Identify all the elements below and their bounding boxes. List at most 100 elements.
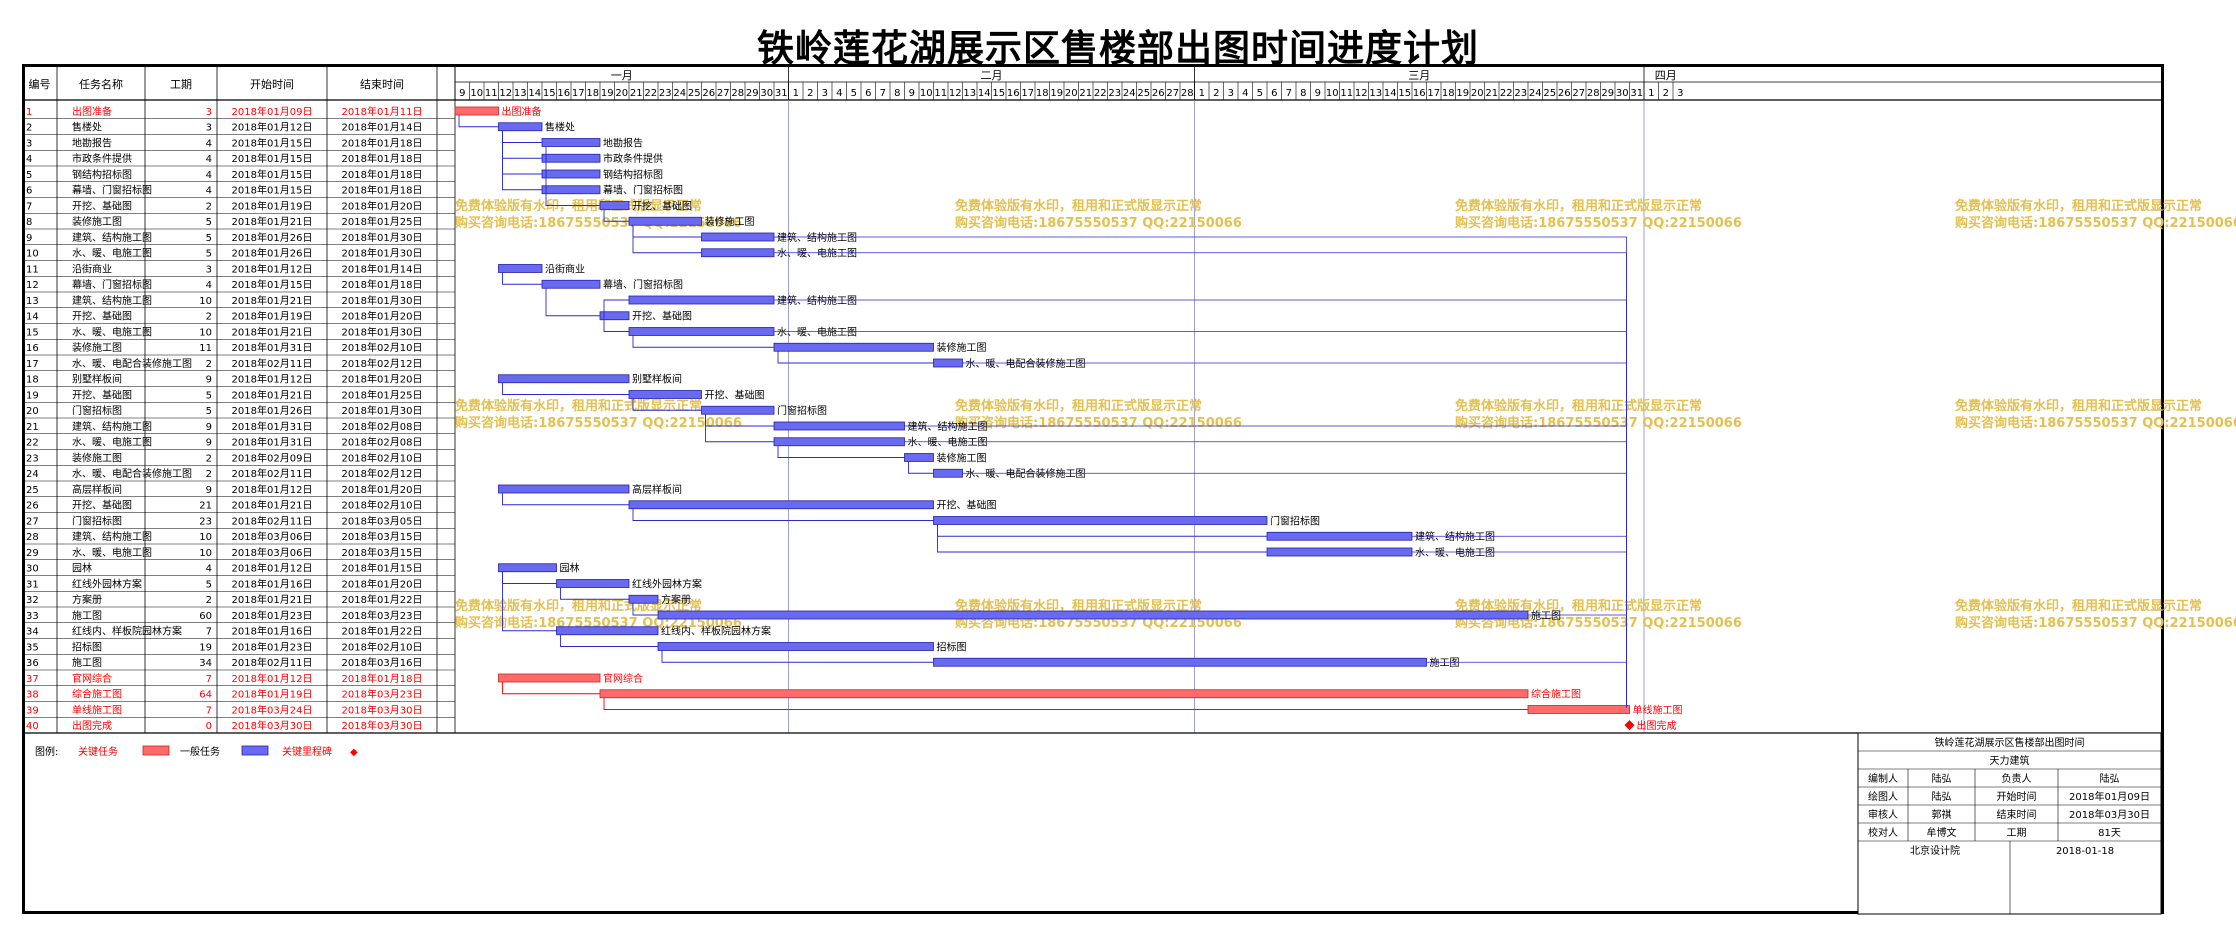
bar-label: 园林 — [560, 562, 580, 575]
task-name: 方案册 — [72, 593, 102, 606]
watermark-text: 免费体验版有水印，租用和正式版显示正常 — [955, 598, 1202, 614]
task-end: 2018年01月18日 — [342, 278, 423, 291]
task-duration: 2 — [206, 469, 212, 480]
watermark-text: 免费体验版有水印，租用和正式版显示正常 — [1455, 598, 1702, 614]
task-name: 装修施工图 — [72, 215, 122, 228]
task-no: 26 — [26, 501, 39, 512]
task-duration: 11 — [199, 343, 212, 354]
bar-label: 出图准备 — [502, 105, 542, 118]
day-label: 22 — [1094, 88, 1107, 99]
dependency-link — [502, 571, 557, 632]
day-label: 3 — [1677, 88, 1683, 99]
day-label: 5 — [851, 88, 857, 99]
task-no: 11 — [26, 264, 39, 275]
day-label: 20 — [1471, 88, 1484, 99]
info-project: 铁岭莲花湖展示区售楼部出图时间 — [1935, 736, 2085, 749]
task-no: 16 — [26, 343, 39, 354]
task-bar — [773, 342, 934, 352]
task-bar — [628, 390, 702, 399]
task-no: 17 — [26, 359, 39, 370]
dependency-link — [774, 252, 1627, 708]
day-label: 7 — [1286, 88, 1292, 99]
task-duration: 2 — [206, 453, 212, 464]
column-header: 结束时间 — [360, 78, 404, 91]
bar-label: 装修施工图 — [937, 451, 987, 464]
task-duration: 23 — [199, 516, 212, 527]
day-label: 27 — [1572, 88, 1585, 99]
dependency-link — [632, 225, 702, 254]
task-end: 2018年02月12日 — [342, 467, 423, 480]
day-label: 3 — [822, 88, 828, 99]
task-bar — [556, 626, 659, 636]
task-name: 开挖、基础图 — [72, 199, 132, 212]
watermark-text: 购买咨询电话:18675550537 QQ:22150066 — [1455, 215, 1742, 231]
task-end: 2018年03月15日 — [342, 530, 423, 543]
day-label: 20 — [1065, 88, 1078, 99]
info-footer-left: 北京设计院 — [1910, 844, 1960, 857]
dependency-link — [458, 115, 499, 128]
info-block — [1857, 732, 2162, 915]
bar-label: 装修施工图 — [705, 215, 755, 228]
task-no: 36 — [26, 658, 39, 669]
task-start: 2018年01月12日 — [232, 483, 313, 496]
dependency-link — [502, 272, 542, 285]
task-start: 2018年01月09日 — [232, 105, 313, 118]
task-duration: 2 — [206, 201, 212, 212]
task-name: 开挖、基础图 — [72, 310, 132, 323]
task-name: 幕墙、门窗招标图 — [72, 278, 152, 291]
task-bar — [541, 169, 601, 179]
day-label: 18 — [1442, 88, 1455, 99]
task-end: 2018年01月11日 — [342, 105, 423, 118]
task-name: 官网综合 — [72, 672, 112, 685]
day-label: 12 — [949, 88, 962, 99]
day-label: 16 — [557, 88, 570, 99]
dependency-link — [502, 130, 542, 191]
info-footer-right: 2018-01-18 — [2056, 846, 2114, 857]
info-cell: 81天 — [2098, 828, 2121, 839]
day-label: 29 — [746, 88, 759, 99]
watermark-text: 免费体验版有水印，租用和正式版显示正常 — [1955, 198, 2202, 214]
bar-label: 红线内、样板院园林方案 — [661, 625, 771, 638]
task-no: 33 — [26, 611, 39, 622]
watermark-text: 购买咨询电话:18675550537 QQ:22150066 — [1955, 215, 2236, 231]
task-duration: 4 — [206, 280, 212, 291]
task-end: 2018年01月30日 — [342, 231, 423, 244]
task-no: 25 — [26, 485, 39, 496]
bar-label: 幕墙、门窗招标图 — [603, 278, 683, 291]
task-start: 2018年01月26日 — [232, 231, 313, 244]
task-duration: 4 — [206, 170, 212, 181]
task-bar — [498, 374, 630, 384]
info-cell: 绘图人 — [1868, 790, 1898, 803]
legend-milestone-symbol: ◆ — [350, 747, 358, 758]
day-label: 1 — [1199, 88, 1205, 99]
task-end: 2018年01月20日 — [342, 310, 423, 323]
task-duration: 4 — [206, 154, 212, 165]
task-start: 2018年01月19日 — [232, 310, 313, 323]
day-label: 13 — [963, 88, 976, 99]
task-end: 2018年03月30日 — [342, 719, 423, 732]
task-no: 27 — [26, 516, 39, 527]
task-bar — [498, 264, 543, 273]
day-label: 31 — [1630, 88, 1643, 99]
task-no: 19 — [26, 390, 39, 401]
day-label: 15 — [543, 88, 556, 99]
dependency-link — [661, 650, 934, 663]
task-no: 18 — [26, 375, 39, 386]
task-duration: 10 — [199, 327, 212, 338]
day-label: 16 — [1007, 88, 1020, 99]
day-label: 27 — [717, 88, 730, 99]
task-end: 2018年01月15日 — [342, 562, 423, 575]
task-end: 2018年01月20日 — [342, 373, 423, 386]
day-label: 2 — [807, 88, 813, 99]
bar-label: 开挖、基础图 — [937, 499, 997, 512]
task-name: 综合施工图 — [72, 688, 122, 701]
dependency-link — [603, 209, 629, 222]
task-bar — [904, 453, 934, 462]
task-bar — [498, 484, 630, 494]
day-label: 20 — [615, 88, 628, 99]
task-bar — [701, 232, 775, 242]
task-no: 31 — [26, 579, 39, 590]
task-name: 钢结构招标图 — [72, 168, 132, 181]
dependency-link — [603, 299, 629, 320]
